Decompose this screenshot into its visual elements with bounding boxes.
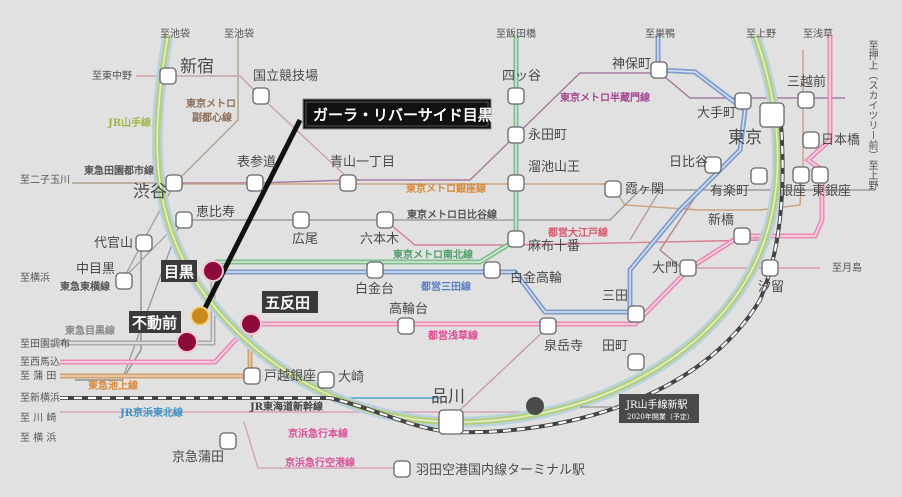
svg-text:JR東海道新幹線: JR東海道新幹線 [249,400,323,413]
mita-line [215,35,748,315]
svg-text:大崎: 大崎 [338,370,364,385]
svg-text:JR山手線新駅: JR山手線新駅 [625,398,688,411]
svg-text:東京メトロ半蔵門線: 東京メトロ半蔵門線 [560,91,650,104]
svg-text:国立競技場: 国立競技場 [253,69,318,84]
svg-text:京浜急行本線: 京浜急行本線 [288,427,348,440]
svg-text:溜池山王: 溜池山王 [528,160,580,175]
property-marker[interactable] [190,306,210,326]
svg-text:至新横浜: 至新横浜 [20,391,60,404]
svg-text:三越前: 三越前 [787,74,826,90]
property-title: ガーラ・リバーサイド目黒 [313,106,493,124]
svg-text:至池袋: 至池袋 [224,27,254,40]
svg-text:至西馬込: 至西馬込 [20,356,60,368]
svg-text:東京メトロ南北線: 東京メトロ南北線 [393,248,473,261]
new-station-marker [526,397,544,415]
svg-text:麻布十番: 麻布十番 [528,239,580,254]
svg-text:有楽町: 有楽町 [710,183,749,199]
svg-text:東京メトロ: 東京メトロ [186,97,236,110]
station-labels: 新宿 国立競技場 四ッ谷 神保町 大手町 東京 三越前 日本橋 永田町 溜池山王… [76,57,860,478]
svg-text:都営大江戸線: 都営大江戸線 [547,226,608,239]
fudomae-marker[interactable] [176,331,198,353]
stations [115,61,829,478]
svg-text:広尾: 広尾 [292,232,318,247]
dest-ueno2: 至上野 [866,160,877,190]
svg-text:大手町: 大手町 [697,106,736,121]
svg-text:東急田園都市線: 東急田園都市線 [84,164,154,177]
svg-text:東急池上線: 東急池上線 [88,379,138,392]
svg-text:表参道: 表参道 [237,154,276,170]
svg-text:汐留: 汐留 [758,279,784,295]
svg-text:不動前: 不動前 [132,314,177,332]
svg-text:泉岳寺: 泉岳寺 [544,338,583,354]
svg-text:三田: 三田 [602,289,628,304]
svg-text:都営浅草線: 都営浅草線 [427,329,478,342]
svg-text:至月島: 至月島 [832,261,862,274]
svg-text:至巣鴨: 至巣鴨 [645,27,675,40]
svg-text:至 横 浜: 至 横 浜 [20,431,56,444]
highlighted-station-markers [176,260,544,415]
gotanda-marker[interactable] [240,313,262,335]
svg-text:羽田空港国内線ターミナル駅: 羽田空港国内線ターミナル駅 [416,462,585,478]
svg-text:白金高輪: 白金高輪 [510,270,562,286]
svg-text:霞ヶ関: 霞ヶ関 [625,182,664,197]
svg-text:京急蒲田: 京急蒲田 [172,450,224,465]
svg-text:東急目黒線: 東急目黒線 [65,324,115,337]
svg-text:至浅草: 至浅草 [803,27,833,40]
svg-text:永田町: 永田町 [528,128,567,143]
svg-text:高輪台: 高輪台 [389,301,428,317]
svg-text:新橋: 新橋 [708,212,734,228]
svg-text:至 川 崎: 至 川 崎 [20,411,56,424]
svg-text:品川: 品川 [431,387,465,407]
svg-text:戸越銀座: 戸越銀座 [264,369,316,384]
svg-text:至飯田橋: 至飯田橋 [496,27,536,40]
line-labels: JR山手線 東京メトロ 副都心線 東急田園都市線 東急東横線 東急目黒線 東京メ… [60,91,650,469]
svg-text:大門: 大門 [652,261,678,276]
svg-text:東銀座: 東銀座 [812,183,851,199]
svg-text:至上野: 至上野 [746,28,776,40]
svg-text:四ッ谷: 四ッ谷 [502,69,541,84]
destination-labels: 至池袋 至池袋 至飯田橋 至巣鴨 至上野 至浅草 至東中野 至二子玉川 至横浜 … [20,27,862,444]
svg-text:東京: 東京 [728,128,762,148]
property-title-box[interactable]: ガーラ・リバーサイド目黒 [302,98,493,130]
svg-text:日本橋: 日本橋 [821,133,860,148]
svg-text:至池袋: 至池袋 [160,27,190,40]
svg-text:2020年開業（予定）: 2020年開業（予定） [627,412,694,421]
svg-text:青山一丁目: 青山一丁目 [330,155,395,170]
svg-text:至 蒲 田: 至 蒲 田 [20,369,56,382]
svg-text:白金台: 白金台 [355,281,394,297]
svg-text:東京メトロ銀座線: 東京メトロ銀座線 [406,182,486,195]
svg-text:銀座: 銀座 [780,184,806,199]
svg-text:恵比寿: 恵比寿 [196,205,235,220]
highlight-labels: 目黒 不動前 五反田 [129,260,318,333]
svg-text:東京メトロ日比谷線: 東京メトロ日比谷線 [407,208,497,221]
meguro-marker[interactable] [202,260,224,282]
svg-text:JR山手線: JR山手線 [107,116,151,129]
svg-text:副都心線: 副都心線 [192,111,232,124]
svg-text:日比谷: 日比谷 [669,155,708,170]
dest-oshiage: 至押上（スカイツリー前） [866,40,877,158]
svg-text:京浜急行空港線: 京浜急行空港線 [285,456,355,469]
svg-text:都営三田線: 都営三田線 [420,280,471,293]
svg-text:六本木: 六本木 [360,232,399,247]
svg-text:至二子玉川: 至二子玉川 [20,174,70,186]
svg-text:至横浜: 至横浜 [20,271,50,284]
svg-text:至東中野: 至東中野 [92,69,132,82]
svg-text:田町: 田町 [602,339,628,354]
svg-text:至田園調布: 至田園調布 [20,337,70,350]
property-pointer [199,118,303,316]
svg-text:代官山: 代官山 [94,235,133,251]
svg-text:神保町: 神保町 [612,57,651,72]
svg-text:五反田: 五反田 [265,294,310,312]
svg-text:渋谷: 渋谷 [133,182,167,202]
svg-text:東急東横線: 東急東横線 [60,280,110,293]
svg-text:目黒: 目黒 [164,263,194,281]
svg-text:中目黒: 中目黒 [76,262,115,277]
svg-text:新宿: 新宿 [180,57,214,77]
svg-text:JR京浜東北線: JR京浜東北線 [119,406,183,419]
new-station-note: JR山手線新駅 2020年開業（予定） [580,394,699,423]
